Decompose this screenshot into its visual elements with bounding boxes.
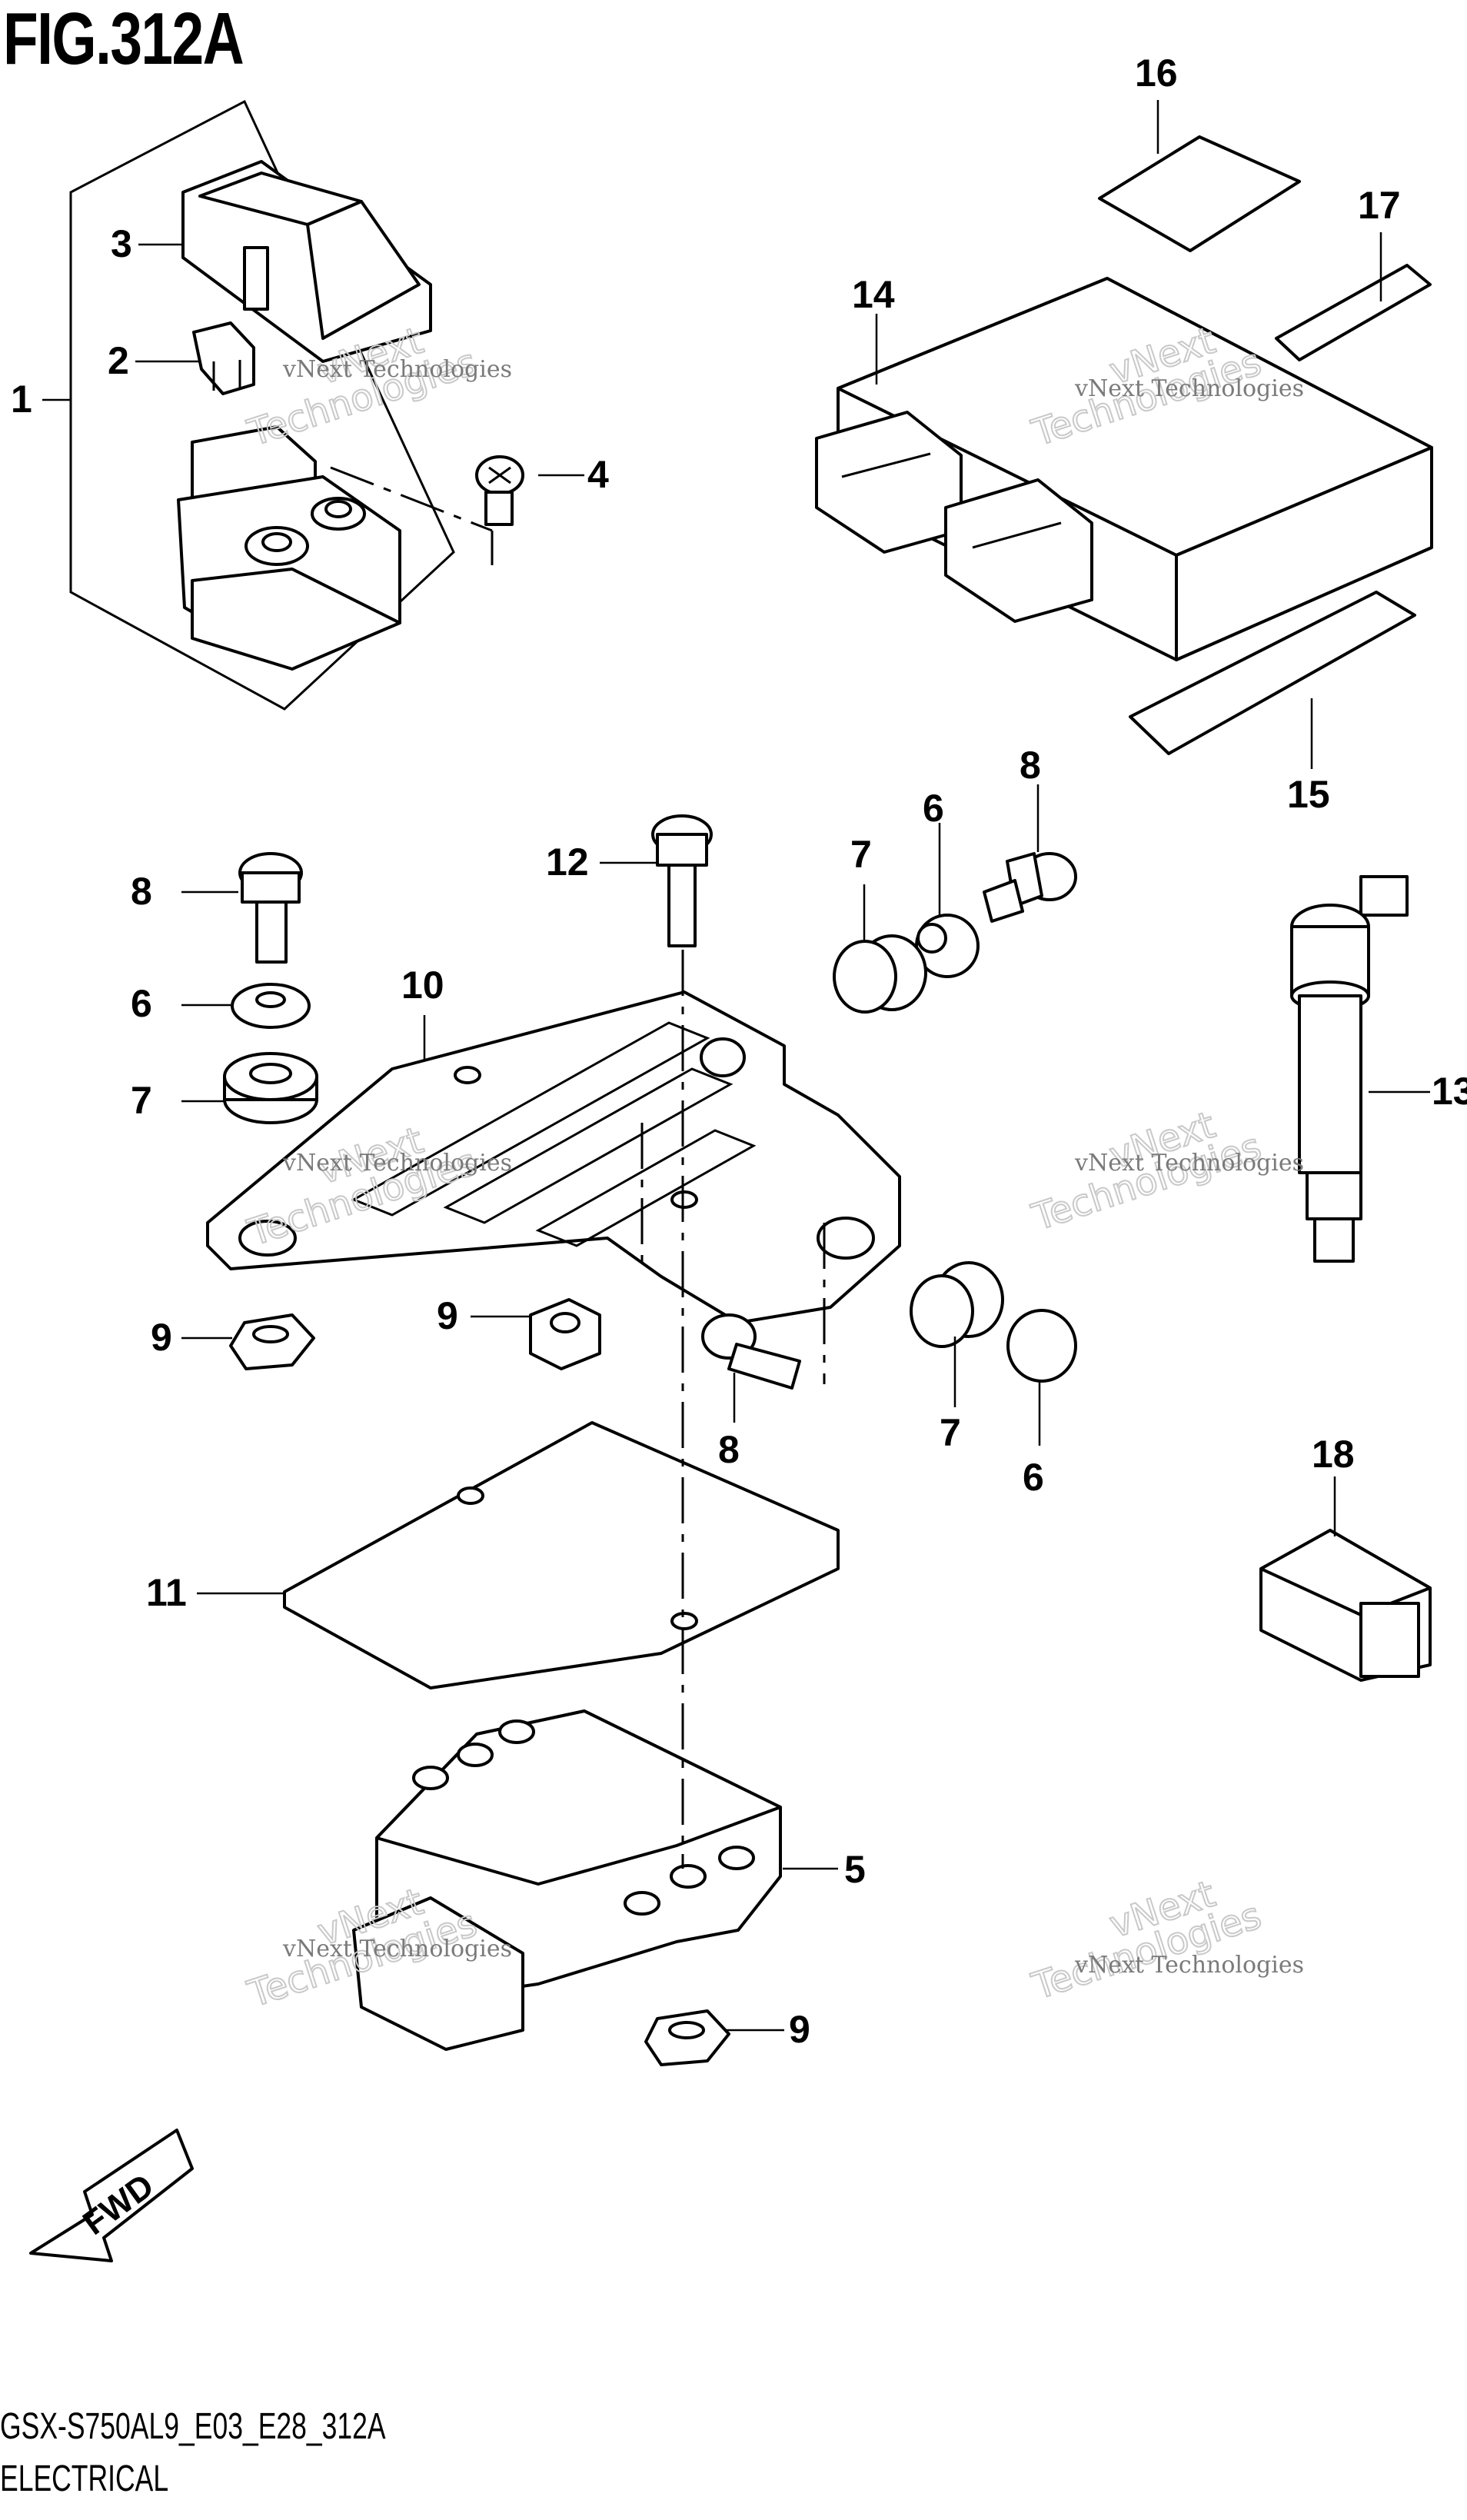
callout-6: 6 (1023, 1456, 1044, 1499)
callout-4: 4 (587, 453, 609, 496)
callout-18: 18 (1312, 1433, 1355, 1476)
washer-6-part[interactable] (231, 983, 311, 1029)
fwd-arrow-icon: FWD (29, 2129, 194, 2262)
watermark-bottom-right: vNext Technologies vNext Technologies (1026, 1872, 1304, 2009)
callout-11: 11 (146, 1571, 187, 1614)
nut-9-part[interactable] (229, 1313, 315, 1370)
bolt-8-part[interactable] (983, 852, 1077, 923)
section-name: ELECTRICAL (0, 2458, 169, 2499)
watermark-top-left: vNext Technologies vNext Technologies (241, 318, 512, 456)
grommet-7-part[interactable] (910, 1261, 1004, 1348)
svg-text:vNext Technologies: vNext Technologies (282, 1936, 512, 1962)
grommet-7-part[interactable] (833, 934, 927, 1014)
relay-cover-part[interactable] (181, 160, 432, 363)
starter-relay-part[interactable] (177, 425, 401, 671)
callout-16: 16 (1135, 52, 1178, 95)
callout-6: 6 (923, 787, 944, 830)
callout-3: 3 (111, 222, 132, 265)
callout-9: 9 (789, 2008, 810, 2051)
callout-labels: 1 2 3 4 5 6 6 6 7 7 7 8 8 8 9 9 9 10 11 … (11, 52, 1467, 2051)
svg-text:vNext Technologies: vNext Technologies (282, 356, 512, 383)
svg-text:vNext Technologies: vNext Technologies (282, 1150, 512, 1177)
nut-9-part[interactable] (644, 2009, 730, 2066)
callout-15: 15 (1287, 773, 1330, 816)
fuse-part[interactable] (192, 321, 255, 395)
watermark-middle-right: vNext Technologies vNext Technologies (1026, 1103, 1304, 1240)
pad-17-part[interactable] (1275, 264, 1432, 361)
callout-8: 8 (1020, 744, 1041, 787)
callout-10: 10 (401, 964, 444, 1007)
callout-17: 17 (1358, 184, 1401, 227)
svg-text:vNext Technologies: vNext Technologies (1074, 375, 1304, 402)
callout-8: 8 (131, 870, 152, 913)
callout-12: 12 (546, 841, 589, 884)
callout-5: 5 (844, 1848, 866, 1891)
bolt-12-part[interactable] (651, 814, 713, 947)
leader-lines (42, 100, 1430, 2032)
bolt-8-part[interactable] (701, 1313, 801, 1390)
callout-6: 6 (131, 982, 152, 1025)
callout-14: 14 (852, 273, 895, 316)
pad-15-part[interactable] (1129, 591, 1416, 755)
washer-6-part[interactable] (915, 914, 980, 978)
connector-part[interactable] (1259, 1529, 1432, 1682)
washer-6-part[interactable] (1006, 1309, 1077, 1383)
ecm-part[interactable] (815, 277, 1433, 661)
callout-7: 7 (850, 833, 872, 876)
model-code: GSX-S750AL9_E03_E28_312A (0, 2406, 386, 2447)
nut-9-part[interactable] (529, 1298, 601, 1370)
callout-9: 9 (151, 1316, 172, 1359)
callout-9: 9 (437, 1294, 458, 1337)
sensor-part[interactable] (1290, 875, 1409, 1263)
bracket-part[interactable] (206, 990, 901, 1324)
svg-text:vNext Technologies: vNext Technologies (1074, 1150, 1304, 1177)
plate-part[interactable] (283, 1421, 840, 1689)
callout-7: 7 (940, 1411, 961, 1454)
grommet-7-part[interactable] (223, 1052, 318, 1124)
relay-assembly-group (69, 99, 524, 711)
callout-2: 2 (108, 339, 129, 382)
callout-1: 1 (11, 378, 32, 421)
pad-16-part[interactable] (1098, 135, 1301, 252)
callout-8: 8 (718, 1428, 740, 1471)
svg-text:vNext Technologies: vNext Technologies (1074, 1952, 1304, 1979)
control-unit-part[interactable] (352, 1709, 782, 2051)
relay-screw-part[interactable] (475, 455, 524, 526)
callout-13: 13 (1432, 1070, 1467, 1113)
figure-title: FIG.312A (3, 0, 244, 80)
callout-7: 7 (131, 1079, 152, 1122)
bolt-8-part[interactable] (238, 852, 303, 964)
